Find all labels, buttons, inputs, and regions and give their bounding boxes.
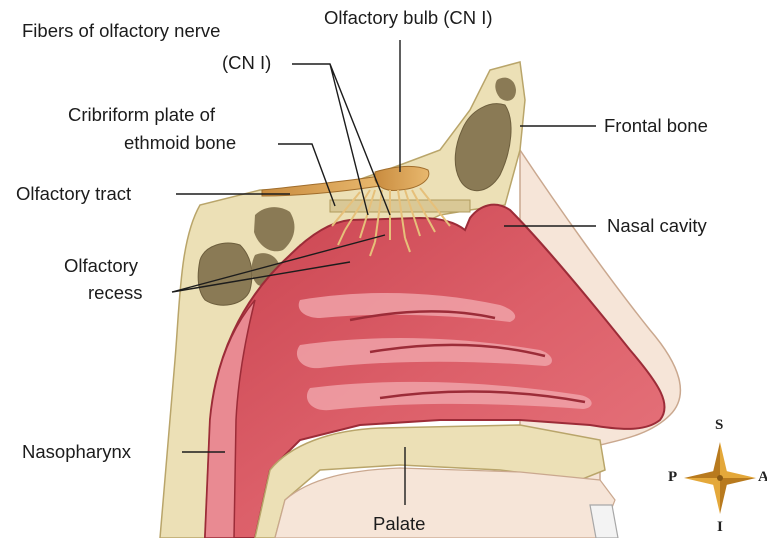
compass-rose-icon (680, 428, 760, 528)
compass-superior: S (715, 418, 723, 433)
label-nasopharynx: Nasopharynx (22, 441, 131, 463)
label-fibers-line2: (CN I) (222, 52, 271, 74)
label-nasal-cavity: Nasal cavity (607, 215, 707, 237)
compass-anterior: A (758, 470, 767, 485)
compass-posterior: P (668, 470, 677, 485)
label-fibers-line1: Fibers of olfactory nerve (22, 20, 220, 42)
compass-inferior: I (717, 520, 723, 535)
label-recess-line2: recess (88, 282, 143, 304)
label-palate: Palate (373, 513, 425, 535)
palate-mucosa-lower (275, 468, 615, 538)
label-recess-line1: Olfactory (64, 255, 138, 277)
label-cribriform-line1: Cribriform plate of (68, 104, 215, 126)
sphenoid-sinus (198, 243, 252, 305)
label-cribriform-line2: ethmoid bone (124, 132, 236, 154)
label-olfactory-bulb: Olfactory bulb (CN I) (324, 7, 493, 29)
label-olfactory-tract: Olfactory tract (16, 183, 131, 205)
label-frontal-bone: Frontal bone (604, 115, 708, 137)
